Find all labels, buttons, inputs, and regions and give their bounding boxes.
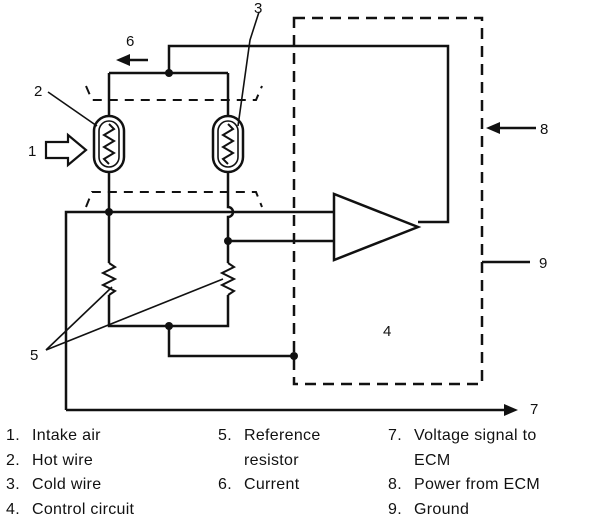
amplifier-triangle xyxy=(332,192,422,262)
resistor-leader-left xyxy=(45,286,113,351)
legend-number: 5. xyxy=(218,427,232,444)
top-junction xyxy=(165,69,173,77)
legend-label-continued: ECM xyxy=(414,451,451,469)
legend-item-intake-air: 1. Intake air xyxy=(6,424,134,449)
ground-junction xyxy=(290,352,298,360)
legend-item-ground: 9. Ground xyxy=(388,498,540,522)
legend-item-voltage-signal: 7. Voltage signal to xyxy=(388,424,540,449)
legend-label: Current xyxy=(244,476,300,493)
legend-item-reference-resistor: 5. Reference xyxy=(218,424,321,449)
legend-label: Hot wire xyxy=(32,451,94,469)
legend-label: Reference xyxy=(244,427,321,444)
amplifier-input-plus xyxy=(64,210,334,410)
reference-resistor-right xyxy=(219,262,237,296)
intake-air-arrow xyxy=(44,132,88,168)
legend-item-hot-wire: 2. Hot wire xyxy=(6,449,134,474)
callout-6: 6 xyxy=(126,33,134,50)
air-passage-bottom xyxy=(85,191,263,208)
legend-column-1: 1. Intake air 2. Hot wire 3. Cold wire 4. Co… xyxy=(6,424,134,522)
callout-9: 9 xyxy=(539,255,547,272)
hot-wire-element xyxy=(102,123,116,165)
legend-number: 3. xyxy=(6,476,20,493)
ground-return-wire xyxy=(167,326,294,358)
resistor-return-wire xyxy=(107,295,230,328)
control-circuit-box xyxy=(292,16,484,386)
legend-number: 6. xyxy=(218,476,232,493)
callout-8: 8 xyxy=(540,121,548,138)
legend-number: 9. xyxy=(388,500,402,518)
voltage-signal-arrowhead xyxy=(504,404,518,416)
callout-7: 7 xyxy=(530,401,538,418)
hot-wire-leader xyxy=(47,91,98,127)
callout-3: 3 xyxy=(254,0,262,17)
cold-wire-element xyxy=(221,123,235,165)
callout-4: 4 xyxy=(383,323,391,340)
legend-label: Power from ECM xyxy=(414,476,540,493)
cold-wire-leader xyxy=(237,11,260,127)
legend-item-current: 6. Current xyxy=(218,473,321,498)
legend-number: 1. xyxy=(6,427,20,444)
reference-resistor-left xyxy=(100,262,118,296)
legend-label: Cold wire xyxy=(32,476,102,493)
legend-number: 8. xyxy=(388,476,402,493)
legend-label: Control circuit xyxy=(32,500,135,518)
legend-item-power: 8. Power from ECM xyxy=(388,473,540,498)
callout-5: 5 xyxy=(30,347,38,364)
resistor-leader-right xyxy=(45,278,224,351)
power-arrowhead xyxy=(486,122,500,134)
legend-number: 4. xyxy=(6,500,20,518)
legend-column-2: 5. Reference resistor 6. Current xyxy=(218,424,321,498)
hot-wire-inner xyxy=(98,120,120,168)
legend-label: Voltage signal to xyxy=(414,427,537,444)
legend-number: 2. xyxy=(6,451,20,469)
callout-1: 1 xyxy=(28,143,36,160)
legend-item-control-circuit: 4. Control circuit xyxy=(6,498,134,522)
legend-item-cold-wire: 3. Cold wire xyxy=(6,473,134,498)
legend-label: Intake air xyxy=(32,427,101,444)
current-arrowhead xyxy=(116,54,130,66)
callout-2: 2 xyxy=(34,83,42,100)
legend-number: 7. xyxy=(388,427,402,444)
legend-label-continued: resistor xyxy=(244,451,299,469)
air-passage-top xyxy=(85,85,263,101)
cold-branch-wire xyxy=(226,172,235,263)
cold-wire-inner xyxy=(217,120,239,168)
amplifier-output-wire xyxy=(167,44,450,224)
legend-column-3: 7. Voltage signal to ECM 8. Power from ECM… xyxy=(388,424,540,522)
legend-label: Ground xyxy=(414,500,470,518)
